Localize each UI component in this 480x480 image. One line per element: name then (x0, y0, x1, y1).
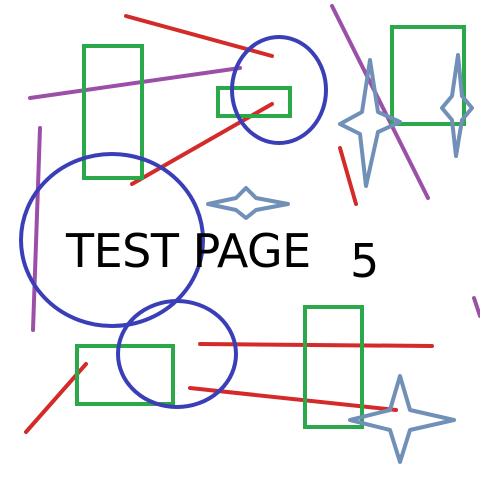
star-shapes (206, 53, 474, 464)
purple-line (31, 126, 42, 332)
purple-lines (28, 4, 480, 332)
blue-circles (19, 35, 328, 409)
red-line (198, 342, 434, 348)
blue-circle (19, 152, 205, 328)
four-point-star-icon (338, 58, 402, 188)
four-point-star-icon (348, 374, 456, 464)
green-rectangle (303, 305, 364, 429)
purple-line (28, 66, 242, 100)
green-rectangles (75, 25, 466, 429)
four-point-star-icon (206, 186, 290, 220)
green-rectangle (75, 344, 175, 406)
purple-line (472, 296, 480, 318)
green-rectangle (390, 25, 466, 126)
red-line (338, 146, 358, 206)
blue-circle (116, 299, 238, 409)
green-rectangle (82, 44, 144, 180)
four-point-star-icon (440, 53, 474, 158)
green-rectangle (216, 86, 292, 118)
purple-line (330, 4, 430, 200)
blue-circle (230, 35, 328, 145)
